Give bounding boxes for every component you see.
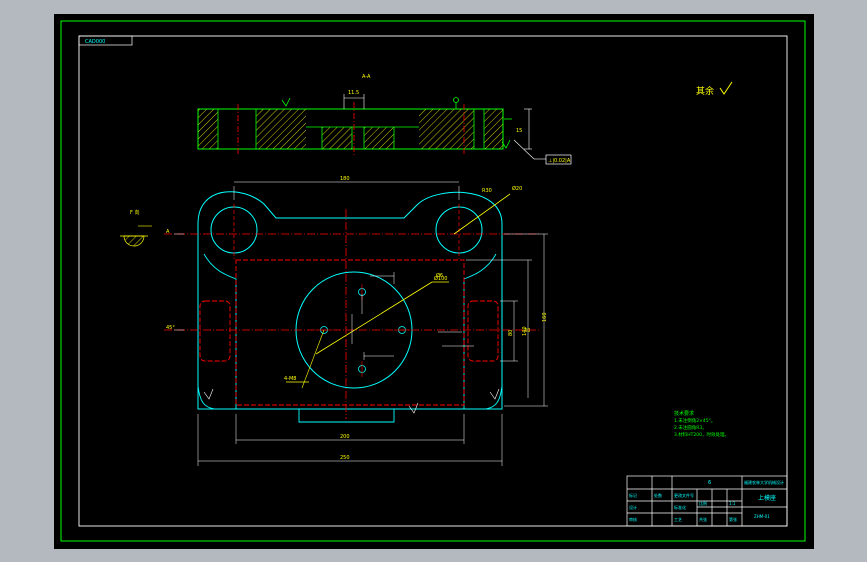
tb-bottom-right: 共张 [699, 516, 707, 522]
section-view [197, 94, 546, 160]
dim-height-small: 80 [508, 330, 514, 336]
border-code: CAD000 [85, 39, 105, 45]
code-box [78, 35, 133, 46]
tech-requirements: 技术要求 1.未注倒角2×45°。 2.未注圆角R3。 3.材料HT200，时效… [674, 410, 729, 438]
tech-req-line1: 1.未注倒角2×45°。 [674, 417, 715, 424]
dim-height-inner: 140 [522, 326, 528, 336]
tb-row1-c: 更改文件号 [674, 492, 694, 498]
tb-bottom-mid: 工艺 [674, 517, 682, 522]
tb-drawing-no: ZHM-01 [754, 514, 770, 519]
inner-frame [78, 35, 788, 527]
callout-text: ⊥|0.02|A [548, 158, 571, 164]
tech-req-line3: 3.材料HT200，时效处理。 [674, 431, 729, 438]
tb-top-right: 福建农林大学机械设计 [744, 479, 784, 485]
tb-top-mark: 6 [708, 480, 711, 486]
dim-circle: Ø100 [434, 275, 447, 282]
tech-req-line2: 2.未注圆角R3。 [674, 424, 707, 431]
outer-frame [60, 20, 806, 542]
view-f-label: F 向 [130, 209, 139, 216]
callout-box [545, 154, 572, 165]
tb-bottom-left: 审核 [629, 516, 637, 522]
tb-scale-value: 1:1 [729, 501, 736, 506]
tb-mid-left: 设计 [629, 504, 637, 510]
tb-row1-b: 处数 [654, 492, 662, 498]
dim-flag: Ø20 [512, 185, 522, 192]
drawing-canvas[interactable]: CAD000 A-A [54, 14, 814, 549]
tb-row1-a: 标记 [629, 492, 637, 498]
dim-depth-label: 15 [516, 128, 522, 134]
view-f-detail [120, 225, 152, 247]
tb-part-name: 上模座 [758, 494, 776, 502]
dim-radius: R30 [482, 188, 492, 194]
section-label: A-A [362, 74, 371, 80]
tb-mid-right: 比例 [699, 500, 707, 506]
dim-width-bottom-inner: 200 [340, 434, 350, 440]
dim-height-total: 160 [542, 312, 548, 322]
top-dim-small: 11.5 [348, 90, 359, 96]
dim-hole: Ø6 [436, 272, 443, 279]
roughness-note: 其余 [696, 85, 714, 97]
roughness-check-icon [719, 81, 733, 95]
dim-width-inner: 180 [340, 176, 350, 182]
dim-ref-a: A [166, 229, 170, 235]
title-block [626, 475, 788, 527]
dim-width-total: 250 [340, 455, 350, 461]
dim-hole-spec: 4-M8 [284, 376, 296, 382]
dim-left-mark: 45° [166, 325, 175, 331]
tb-sheet: 第张 [729, 516, 737, 522]
cad-drawing: CAD000 A-A [60, 20, 806, 542]
tech-req-title: 技术要求 [674, 410, 694, 417]
tb-mid-mid: 标准化 [674, 504, 686, 510]
dim-right: 30 [524, 328, 530, 334]
plan-view [164, 181, 548, 466]
